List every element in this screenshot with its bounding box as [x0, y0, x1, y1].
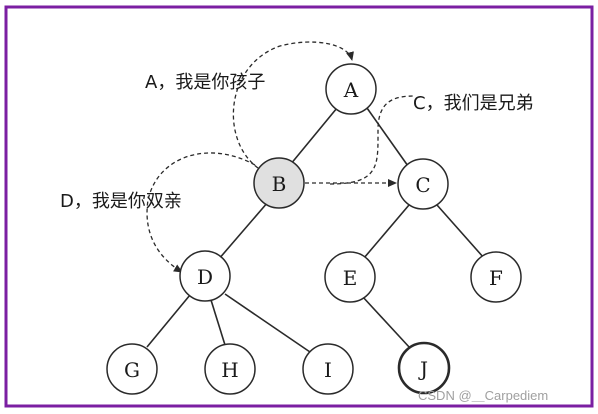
- node-a: A: [325, 63, 377, 115]
- edge-c-e: [363, 204, 410, 259]
- node-i: I: [302, 343, 354, 395]
- node-c-circle: [397, 158, 449, 210]
- edge-b-d: [217, 201, 269, 261]
- annotation-child: D，我是你双亲: [60, 191, 182, 212]
- edge-c-f: [436, 204, 485, 259]
- node-e: E: [324, 251, 376, 303]
- node-d-label: D: [197, 265, 213, 289]
- node-j-circle: [397, 341, 451, 395]
- node-e-label: E: [343, 266, 358, 290]
- node-h-circle: [204, 343, 256, 395]
- tree-edges: [146, 107, 485, 353]
- node-i-label: I: [324, 358, 332, 382]
- diagram-frame: [4, 5, 594, 408]
- edge-d-i: [224, 293, 311, 353]
- node-a-circle: [325, 63, 377, 115]
- arc-b-to-parent-a: [232, 41, 354, 169]
- arc-b-to-child-d: [146, 152, 256, 273]
- node-b-circle: [253, 157, 305, 209]
- watermark: CSDN @＿Carpediem: [418, 388, 548, 403]
- annotation-parent: A，我是你孩子: [145, 72, 265, 93]
- node-d-circle: [179, 250, 231, 302]
- node-f-label: F: [489, 266, 503, 290]
- node-g-label: G: [124, 358, 140, 382]
- node-f-circle: [470, 251, 522, 303]
- annotation-sibling: C，我们是兄弟: [413, 93, 534, 114]
- node-c-label: C: [415, 173, 430, 197]
- node-d: D: [179, 250, 231, 302]
- node-j-label: J: [418, 357, 428, 381]
- node-g-circle: [106, 343, 158, 395]
- node-i-circle: [302, 343, 354, 395]
- edge-a-b: [289, 107, 338, 166]
- arc-sibling-label-connector: [329, 95, 416, 185]
- edge-d-g: [146, 294, 191, 348]
- node-b: B: [253, 157, 305, 209]
- edge-e-j: [361, 295, 411, 349]
- node-h: H: [204, 343, 256, 395]
- node-c: C: [397, 158, 449, 210]
- node-g: G: [106, 343, 158, 395]
- node-f: F: [470, 251, 522, 303]
- node-e-circle: [324, 251, 376, 303]
- node-a-label: A: [343, 78, 359, 102]
- node-b-label: B: [272, 172, 287, 196]
- edge-d-h: [210, 299, 226, 346]
- edge-a-c: [366, 107, 409, 167]
- node-j: J: [397, 341, 451, 395]
- node-h-label: H: [221, 358, 238, 382]
